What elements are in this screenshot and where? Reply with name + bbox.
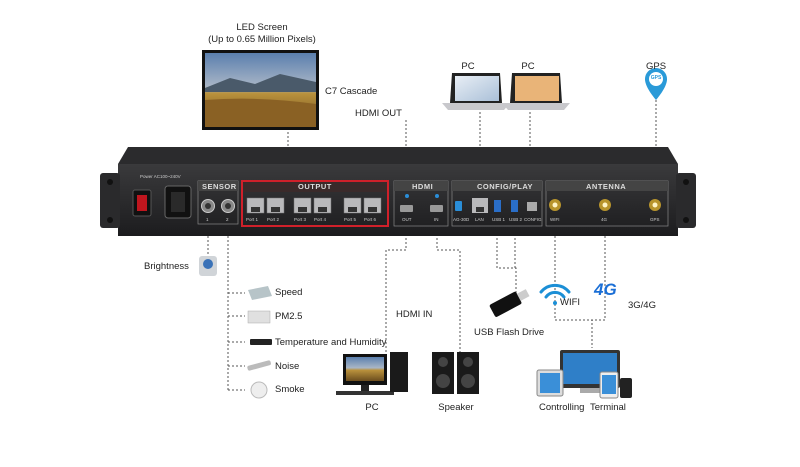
- laptop-image-2: [502, 73, 570, 110]
- output-port-1-label: Port 1: [246, 217, 259, 222]
- hdmi-out-label: HDMI OUT: [355, 108, 402, 119]
- pc-label-2: PC: [521, 61, 535, 72]
- power-switch: [137, 195, 147, 211]
- usb-flash-drive-image: [489, 289, 530, 317]
- 4g-icon: 4G: [594, 280, 617, 299]
- sensor-temp-humidity-label: Temperature and Humidity: [275, 337, 387, 348]
- pc-bottom-label: PC: [365, 402, 379, 413]
- terminal-devices-image: [536, 350, 632, 399]
- sensor-port-1-label: 1: [206, 217, 209, 222]
- gps-pin-icon: [645, 68, 667, 100]
- output-port-3-label: Port 3: [294, 217, 307, 222]
- speaker-image: [432, 352, 479, 394]
- wifi-icon: [539, 283, 571, 305]
- output-port-6-label: Port 6: [364, 217, 377, 222]
- sensor-smoke-label: Smoke: [275, 384, 305, 395]
- temp-humidity-sensor-image: [250, 339, 272, 345]
- hdmi-in-label: HDMI IN: [396, 309, 433, 320]
- brightness-label: Brightness: [144, 261, 189, 272]
- sensor-pm25-label: PM2.5: [275, 311, 303, 322]
- controlling-label: Controlling: [539, 402, 585, 413]
- rj45-clips: [251, 207, 377, 212]
- hdmi-in-port-label: IN: [434, 217, 439, 222]
- antenna-wifi-label: WIFI: [550, 217, 560, 222]
- noise-sensor-image: [247, 360, 271, 371]
- output-port-4-label: Port 4: [314, 217, 327, 222]
- sensor-noise-label: Noise: [275, 361, 300, 372]
- led-screen-pixels-label: (Up to 0.65 Million Pixels): [208, 34, 316, 45]
- config-port-usb2-label: USB 2: [509, 217, 523, 222]
- output-rj45-ports: [246, 197, 382, 214]
- led-screen-image: [202, 50, 319, 130]
- speed-sensor-image: [248, 286, 272, 300]
- hdmi-out-port-label: OUT: [402, 217, 412, 222]
- output-port-2-label: Port 2: [267, 217, 280, 222]
- config-port-config-label: CONFIG: [524, 217, 542, 222]
- led-screen-label: LED Screen: [236, 22, 288, 33]
- usb-flash-drive-label: USB Flash Drive: [474, 327, 545, 338]
- output-port-5-label: Port 5: [344, 217, 357, 222]
- antenna-4g-label: 4G: [601, 217, 608, 222]
- config-port-lan-label: LAN: [475, 217, 484, 222]
- speaker-label: Speaker: [438, 402, 474, 413]
- gps-pin-text: GPS: [650, 75, 662, 81]
- output-frame: [241, 180, 389, 227]
- gps-label: GPS: [645, 61, 667, 72]
- terminal-label: Terminal: [590, 402, 626, 413]
- antenna-section-title: ANTENNA: [586, 182, 627, 191]
- antenna-connectors: [549, 199, 661, 211]
- output-section-title: OUTPUT: [298, 182, 332, 191]
- 3g-4g-label: 3G/4G: [628, 300, 656, 311]
- power-label: Power AC100~240V: [140, 174, 181, 179]
- config-port-usb1-label: USB 1: [492, 217, 506, 222]
- pm25-sensor-image: [247, 310, 271, 324]
- wifi-label: WIFI: [560, 297, 581, 308]
- antenna-gps-label: GPS: [650, 217, 660, 222]
- smoke-sensor-image: [250, 381, 268, 399]
- config-port-ag-label: AG-30D: [453, 217, 470, 222]
- sensor-port-2-label: 2: [226, 217, 229, 222]
- config-section-title: CONFIG/PLAY: [477, 182, 534, 191]
- sensor-speed-label: Speed: [275, 287, 303, 298]
- brightness-sensor-image: [199, 256, 217, 276]
- sensor-section-title: SENSOR: [202, 182, 237, 191]
- desktop-pc-image: [336, 352, 408, 395]
- pc-label-1: PC: [461, 61, 475, 72]
- c7-cascade-label: C7 Cascade: [325, 86, 378, 97]
- hdmi-section-title: HDMI: [412, 182, 434, 191]
- laptop-image-1: [442, 73, 510, 110]
